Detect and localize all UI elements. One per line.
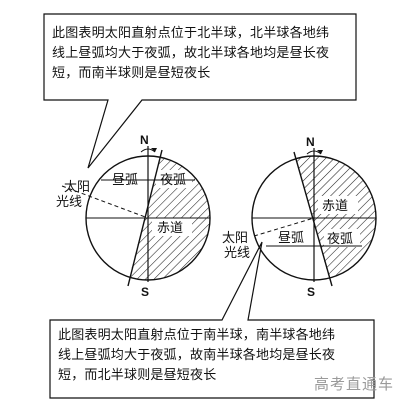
- top-note-line: 线上昼弧均大于夜弧，故北半球各地均是昼长夜: [52, 46, 330, 61]
- left-sunlight-label-2: 光线: [56, 195, 82, 210]
- left-globe-outline: [85, 155, 211, 281]
- left-night-label-bg: [156, 170, 192, 188]
- right-sunlight-label-1: 太阳: [222, 231, 248, 246]
- left-north-label: N: [140, 133, 149, 147]
- left-rotation-arrow-icon: [140, 148, 156, 153]
- top-callout-box: [43, 13, 357, 169]
- bottom-note-line: 线上昼弧均大于夜弧，故南半球各地均是昼长夜: [58, 348, 336, 363]
- right-sunlight-label-2: 光线: [224, 246, 250, 261]
- right-rotation-arrow-icon: [306, 150, 322, 155]
- right-arrowhead-icon: [317, 150, 323, 154]
- right-terminator: [293, 151, 333, 287]
- bottom-note-line: 此图表明太阳直射点位于南半球，南半球各地纬: [58, 328, 336, 343]
- top-note-line: 短，而南半球则是昼短夜长: [52, 66, 211, 81]
- right-night-arc-label: 夜弧: [327, 232, 353, 247]
- right-day-arc-label: 昼弧: [278, 231, 304, 246]
- left-south-label: S: [141, 285, 149, 299]
- right-equator-label-bg: [318, 196, 358, 214]
- bottom-note: 此图表明太阳直射点位于南半球，南半球各地纬 线上昼弧均大于夜弧，故南半球各地均是…: [58, 326, 335, 386]
- left-night-arc-label: 夜弧: [160, 173, 186, 188]
- left-sunlight-label-1: 太阳: [64, 180, 90, 195]
- right-south-label: S: [307, 285, 315, 299]
- left-globe: N S 昼弧 夜弧 赤道 太阳 光线: [56, 133, 211, 299]
- left-arrowhead-icon: [151, 148, 157, 152]
- left-day-arc-label: 昼弧: [112, 173, 138, 188]
- right-globe-outline: [251, 155, 377, 281]
- left-equator-label-bg: [152, 218, 192, 236]
- right-equator-label: 赤道: [322, 199, 348, 214]
- left-equator-label: 赤道: [157, 221, 183, 236]
- top-note: 此图表明太阳直射点位于北半球，北半球各地纬 线上昼弧均大于夜弧，故北半球各地均是…: [52, 24, 329, 84]
- watermark: 高考直通车: [313, 375, 394, 393]
- right-night-label-bg: [324, 229, 360, 247]
- bottom-note-line: 短，而北半球则是昼短夜长: [58, 368, 217, 383]
- top-note-line: 此图表明太阳直射点位于北半球，北半球各地纬: [52, 26, 330, 41]
- right-sun-ray: [253, 217, 315, 237]
- bottom-callout-box: [49, 241, 375, 399]
- right-north-label: N: [306, 135, 315, 149]
- left-sun-ray: [61, 185, 149, 219]
